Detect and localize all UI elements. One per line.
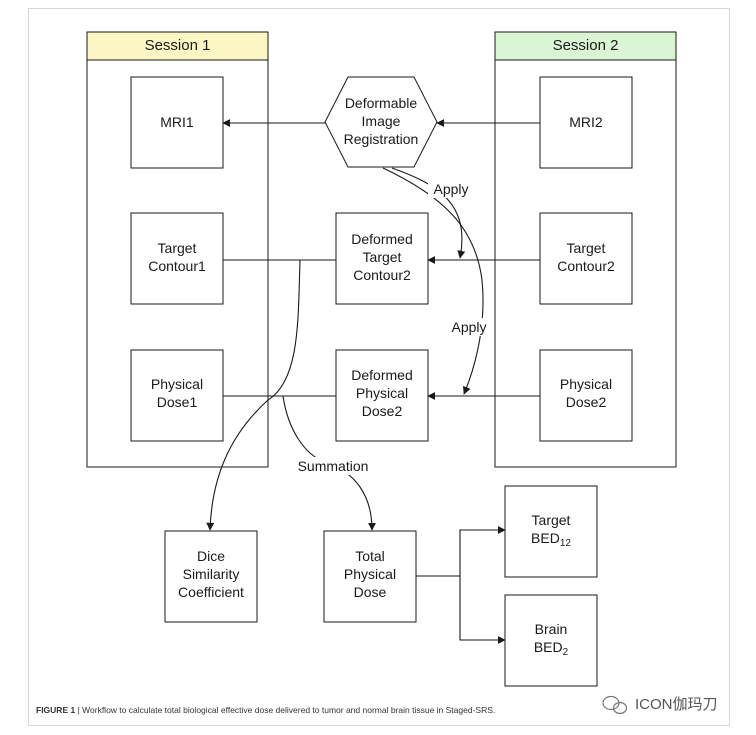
edge-apply-2	[382, 167, 484, 395]
node-brain-bed2: Brain BED2	[504, 594, 598, 687]
dose2-line-1: Physical	[560, 376, 612, 392]
deformed-contour2-line-1: Deformed	[351, 231, 412, 247]
node-target-contour1: Target Contour1	[130, 212, 224, 305]
dose2-line-2: Dose2	[566, 394, 607, 410]
edge-to-target-bed	[459, 526, 506, 576]
node-target-bed12: Target BED12	[504, 485, 598, 578]
edge-apply-1	[391, 167, 466, 259]
mri1-label: MRI1	[160, 114, 194, 130]
total-dose-line-1: Total	[355, 548, 385, 564]
total-dose-line-3: Dose	[354, 584, 387, 600]
dice-line-1: Dice	[197, 548, 225, 564]
nodes: MRI1 MRI2 Deformable Image Registration …	[130, 76, 633, 687]
deformed-dose2-line-1: Deformed	[351, 367, 412, 383]
dir-line-2: Image	[362, 113, 401, 129]
caption-label: FIGURE 1	[36, 705, 76, 715]
dose1-line-2: Dose1	[157, 394, 198, 410]
brain-bed-base: BED	[534, 639, 563, 655]
deformed-dose2-line-3: Dose2	[362, 403, 403, 419]
dir-line-1: Deformable	[345, 95, 418, 111]
connectors	[206, 119, 540, 644]
node-deformed-target-contour2: Deformed Target Contour2	[335, 212, 429, 305]
node-physical-dose2: Physical Dose2	[539, 349, 633, 442]
target-bed-base: BED	[531, 530, 560, 546]
node-target-contour2: Target Contour2	[539, 212, 633, 305]
node-dice-similarity-coefficient: Dice Similarity Coefficient	[164, 530, 258, 623]
brain-bed-line-2: BED2	[534, 639, 569, 658]
node-mri1: MRI1	[130, 76, 224, 169]
figure-frame	[28, 8, 730, 726]
target-bed-line-2: BED12	[531, 530, 571, 549]
contour1-line-1: Target	[158, 240, 197, 256]
edge-to-dice	[206, 259, 301, 531]
deformed-contour2-line-2: Target	[363, 249, 402, 265]
session2-title: Session 2	[553, 37, 619, 54]
deformed-dose2-line-2: Physical	[356, 385, 408, 401]
watermark: ICON伽玛刀	[602, 695, 718, 715]
session1-title: Session 1	[145, 37, 211, 54]
node-physical-dose1: Physical Dose1	[130, 349, 224, 442]
dir-line-3: Registration	[344, 131, 419, 147]
session2-header	[494, 31, 677, 61]
contour2-line-2: Contour2	[557, 258, 615, 274]
figure-caption: FIGURE 1 | Workflow to calculate total b…	[36, 705, 636, 715]
brain-bed-line-1: Brain	[535, 621, 568, 637]
dice-line-2: Similarity	[183, 566, 240, 582]
node-deformed-physical-dose2: Deformed Physical Dose2	[335, 349, 429, 442]
contour1-line-2: Contour1	[148, 258, 206, 274]
node-mri2: MRI2	[539, 76, 633, 169]
target-bed-sub: 12	[560, 538, 572, 549]
mri2-label: MRI2	[569, 114, 603, 130]
dose1-line-1: Physical	[151, 376, 203, 392]
total-dose-line-2: Physical	[344, 566, 396, 582]
node-total-physical-dose: Total Physical Dose	[323, 530, 417, 623]
session2-panel: Session 2	[494, 31, 677, 468]
wechat-icon	[602, 695, 628, 715]
apply-label-2: Apply	[451, 319, 486, 335]
summation-label: Summation	[298, 458, 369, 474]
target-bed-line-1: Target	[532, 512, 571, 528]
edge-to-brain-bed	[459, 576, 506, 644]
edge-labels: Apply Apply Summation	[290, 180, 492, 475]
dice-line-3: Coefficient	[178, 584, 244, 600]
apply-label-1: Apply	[433, 181, 468, 197]
caption-text: | Workflow to calculate total biological…	[77, 705, 496, 715]
brain-bed-sub: 2	[563, 647, 569, 658]
session1-panel: Session 1	[86, 31, 269, 468]
node-deformable-image-registration: Deformable Image Registration	[324, 76, 438, 168]
session1-header	[86, 31, 269, 61]
contour2-line-1: Target	[567, 240, 606, 256]
watermark-text: ICON伽玛刀	[635, 696, 718, 713]
deformed-contour2-line-3: Contour2	[353, 267, 411, 283]
